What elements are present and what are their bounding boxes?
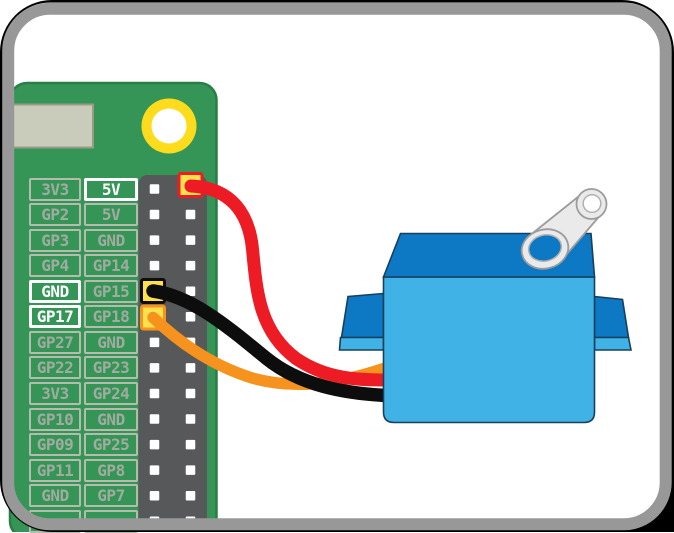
- header-pin: [149, 337, 160, 348]
- header-pin: [149, 490, 160, 501]
- header-pin: [149, 439, 160, 450]
- header-pin: [185, 363, 196, 373]
- header-pin: [185, 414, 196, 424]
- wire-5v-power: [184, 179, 409, 387]
- header-pin: [149, 209, 160, 220]
- servo-right-flange-lip: [593, 336, 632, 351]
- servo-left-flange-lip: [338, 336, 385, 351]
- header-pin: [149, 184, 160, 194]
- servo-right-flange: [593, 295, 630, 339]
- header-pin: [185, 516, 196, 527]
- header-pin: [185, 209, 196, 220]
- header-pin: [149, 235, 160, 245]
- header-pin: [185, 312, 196, 322]
- header-pin: [149, 260, 160, 271]
- smd-chip: [4, 103, 94, 149]
- header-pin: [185, 260, 196, 271]
- header-pin: [149, 465, 160, 475]
- servo-left-flange: [340, 292, 385, 339]
- servo-motor: [338, 232, 632, 424]
- header-pin: [185, 465, 196, 475]
- header-pin: [149, 414, 160, 424]
- header-pin: [149, 516, 160, 527]
- header-pin: [185, 439, 196, 450]
- header-pin: [149, 363, 160, 373]
- mounting-hole: [151, 108, 187, 144]
- servo-body: [382, 276, 596, 424]
- header-pin: [149, 388, 160, 399]
- servo-horn-tip-hole: [582, 193, 602, 214]
- header-pin: [185, 490, 196, 501]
- header-pin: [185, 235, 196, 245]
- header-pin: [185, 388, 196, 399]
